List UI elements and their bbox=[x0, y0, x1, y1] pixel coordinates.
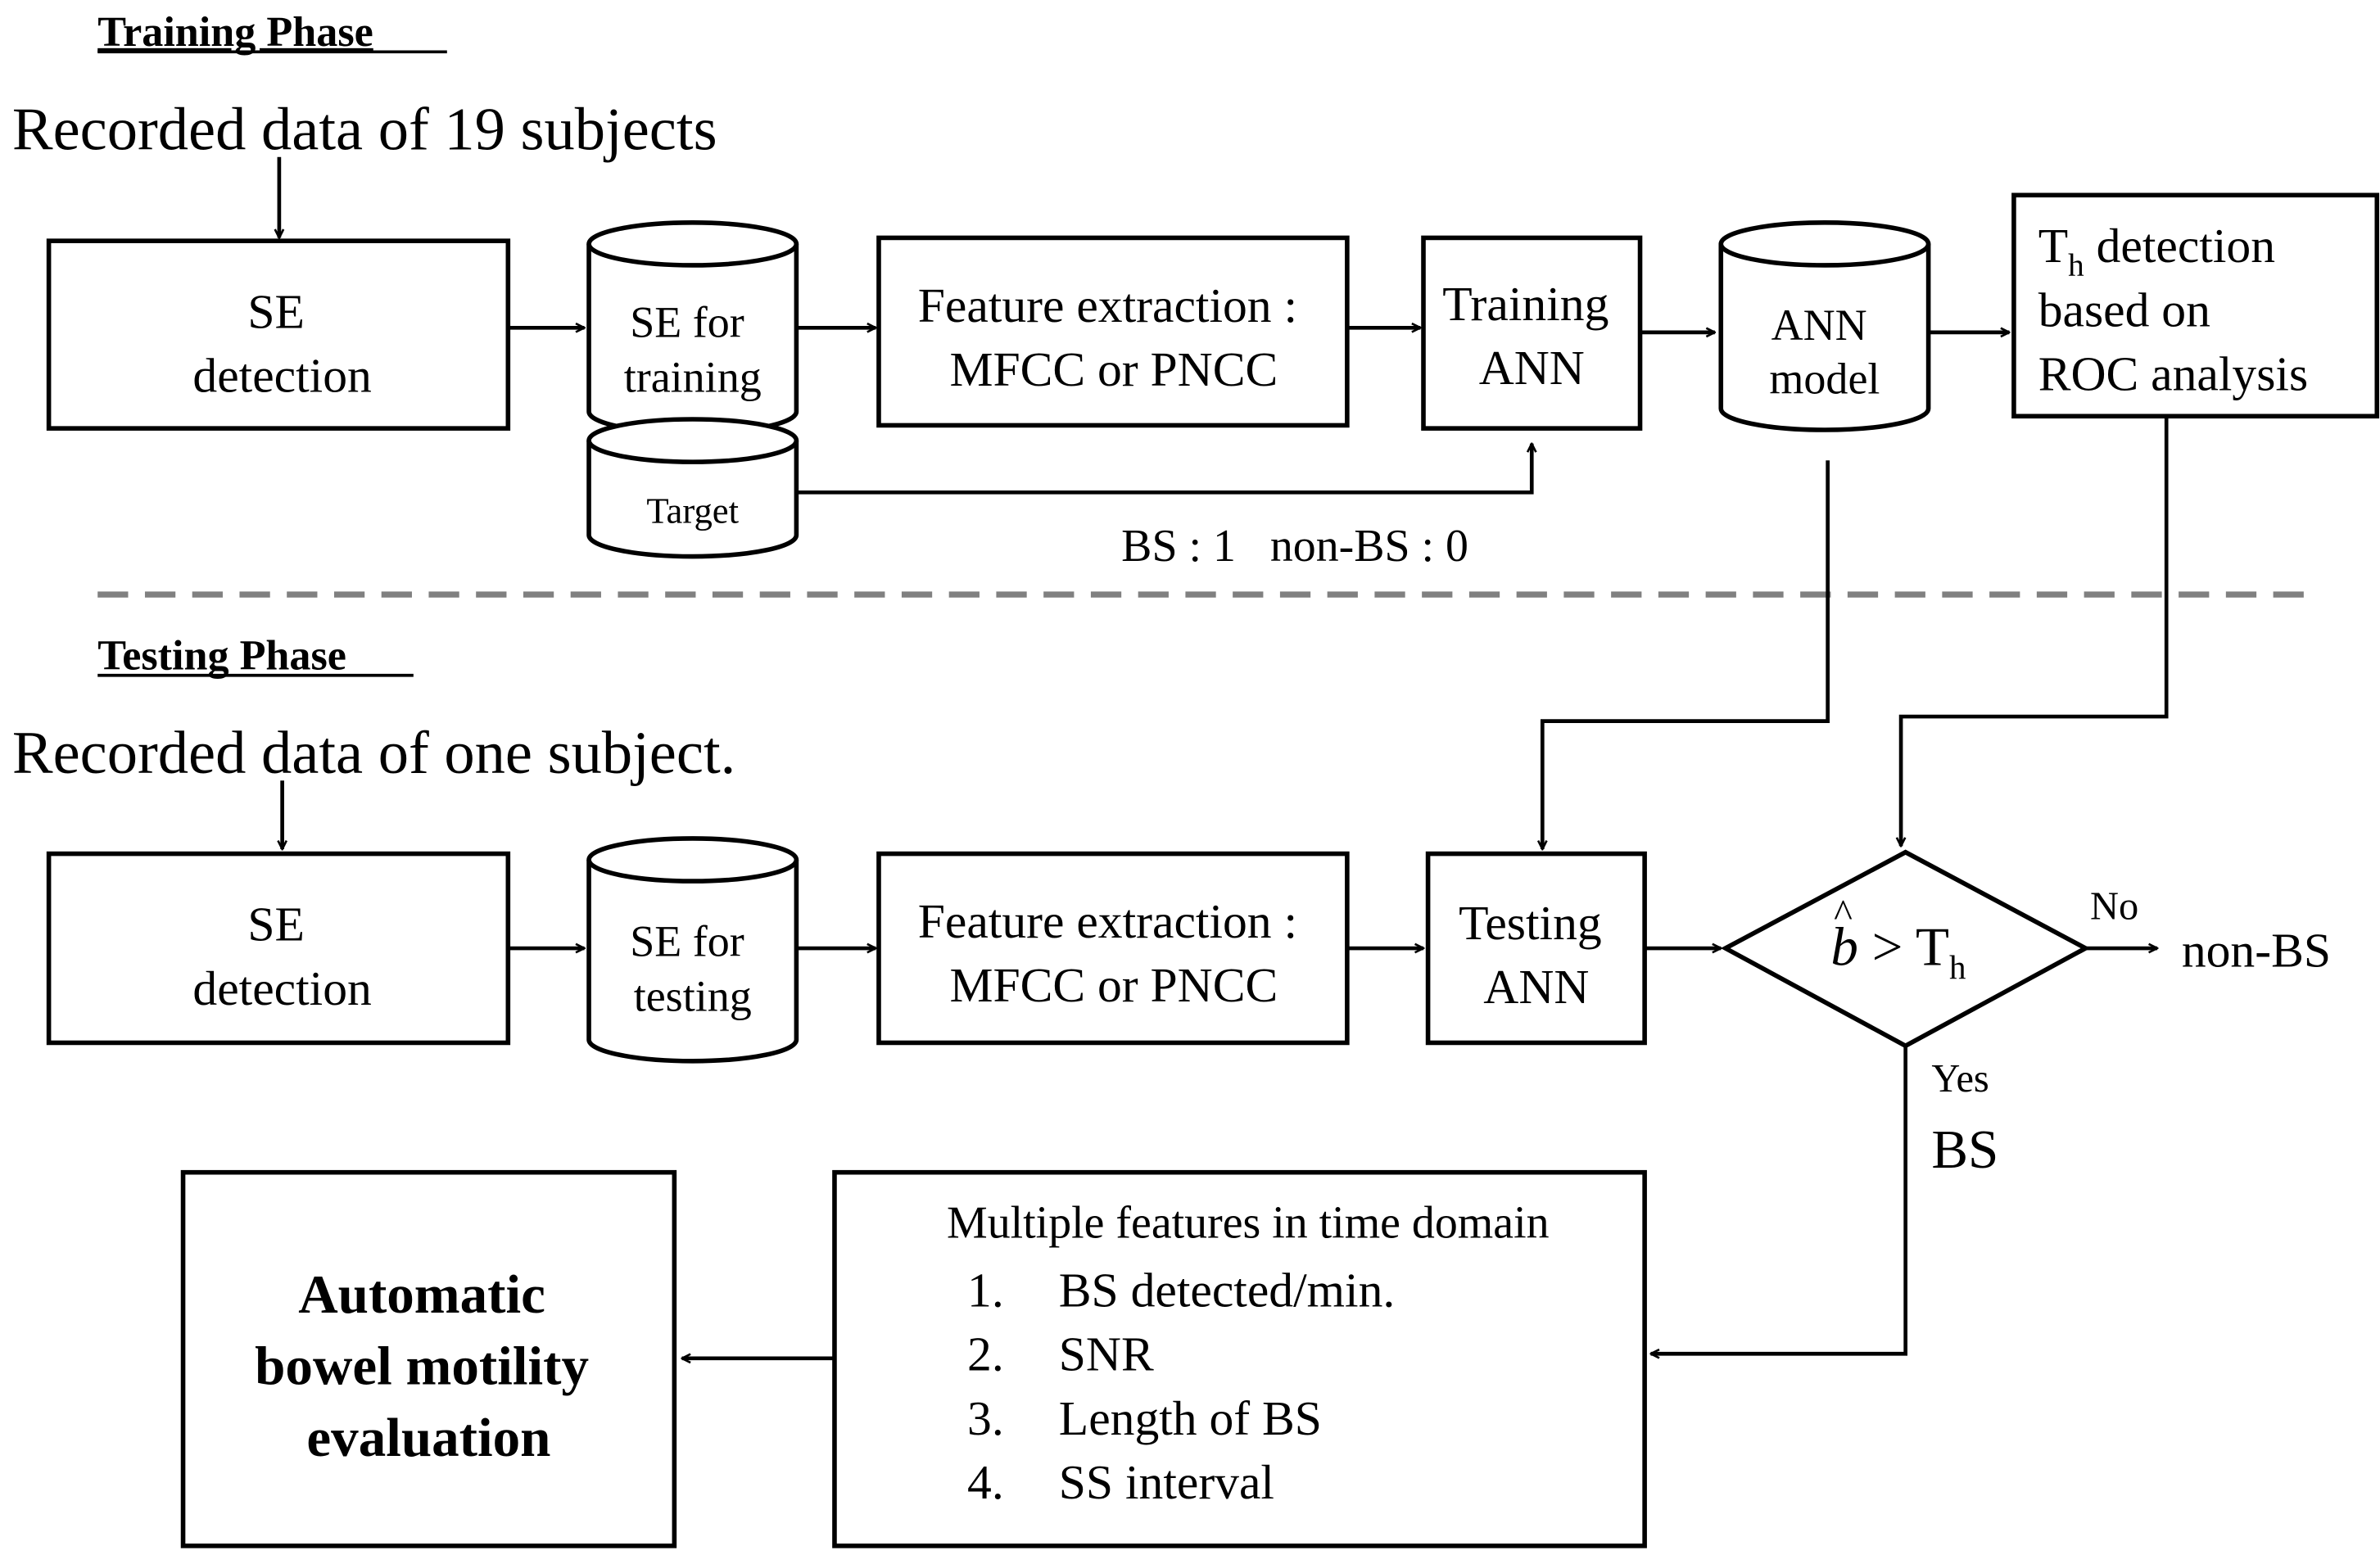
svg-text:Target: Target bbox=[646, 490, 739, 531]
feature-item-text: SS interval bbox=[1059, 1455, 1274, 1509]
decision-condition: b > Th bbox=[1830, 916, 1966, 987]
feature-item-number: 3. bbox=[967, 1391, 1004, 1445]
testing-ann-label: Testing ANN bbox=[1459, 896, 1614, 1014]
features-title: Multiple features in time domain bbox=[947, 1198, 1550, 1249]
arrow-target-to-training-ann bbox=[796, 444, 1532, 495]
training-ann-label: Training ANN bbox=[1442, 277, 1621, 395]
feature-item-text: BS detected/min. bbox=[1059, 1263, 1395, 1318]
threshold-detection-label: Th detection based on ROC analysis bbox=[2038, 219, 2308, 400]
testing-input-label: Recorded data of one subject. bbox=[12, 720, 735, 787]
decision-hat: ^ bbox=[1834, 893, 1853, 936]
training-ann-box bbox=[1421, 235, 1643, 431]
svg-text:SE for training: SE for training bbox=[624, 297, 762, 401]
se-detection-label-testing: SE detection bbox=[192, 897, 371, 1015]
yes-label: Yes bbox=[1931, 1057, 1989, 1101]
feature-item-number: 1. bbox=[967, 1263, 1004, 1318]
arrow-threshold-to-decision bbox=[1901, 416, 2169, 846]
svg-text:SE for testing: SE for testing bbox=[630, 916, 755, 1020]
ann-model-database: ANN model bbox=[1718, 220, 1931, 432]
arrow-model-to-testing-ann bbox=[1542, 460, 1830, 849]
testing-phase-heading: Testing Phase bbox=[97, 632, 346, 679]
feature-item-text: Length of BS bbox=[1059, 1391, 1322, 1445]
training-phase-heading: Training Phase bbox=[97, 9, 373, 56]
non-bs-label: non-BS bbox=[2182, 923, 2331, 977]
no-label: No bbox=[2090, 885, 2138, 929]
feature-extraction-label-training: Feature extraction : MFCC or PNCC bbox=[918, 278, 1310, 396]
bs-label: BS bbox=[1931, 1119, 1998, 1180]
feature-extraction-box-training bbox=[876, 235, 1350, 428]
arrow-decision-to-features bbox=[1651, 1046, 1907, 1354]
se-detection-label-training: SE detection bbox=[192, 284, 371, 402]
feature-item-text: SNR bbox=[1059, 1327, 1154, 1381]
se-testing-database: SE for testing bbox=[586, 836, 799, 1064]
target-database: Target bbox=[586, 417, 799, 559]
se-training-database: SE for training bbox=[586, 220, 799, 436]
evaluation-label: Automatic bowel motility evaluation bbox=[255, 1263, 603, 1468]
target-label-values: BS : 1 non-BS : 0 bbox=[1121, 521, 1468, 572]
feature-extraction-label-testing: Feature extraction : MFCC or PNCC bbox=[918, 894, 1310, 1012]
se-detection-box-training bbox=[46, 238, 511, 431]
threshold-detection-box bbox=[2011, 192, 2380, 419]
features-list: 1. BS detected/min. 2. SNR 3. Length of … bbox=[967, 1263, 1395, 1510]
training-input-label: Recorded data of 19 subjects bbox=[12, 96, 717, 163]
feature-item-number: 4. bbox=[967, 1455, 1004, 1509]
feature-item-number: 2. bbox=[967, 1327, 1004, 1381]
feature-extraction-box-testing bbox=[876, 851, 1350, 1046]
svg-text:ANN model: ANN model bbox=[1769, 301, 1880, 403]
evaluation-box bbox=[180, 1169, 677, 1548]
